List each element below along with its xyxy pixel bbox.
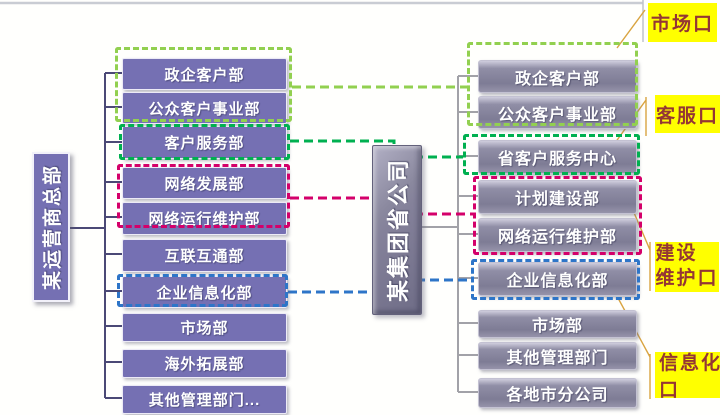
left-dept-interconnection: 互联互通部 bbox=[122, 239, 287, 272]
right-dept-planning: 计划建设部 bbox=[478, 180, 637, 214]
left-root-label: 某运营商总部 bbox=[42, 163, 64, 291]
left-tree-lines bbox=[66, 72, 122, 399]
left-dept-customer-service: 客户服务部 bbox=[122, 126, 287, 159]
left-dept-enterprise-info: 企业信息化部 bbox=[122, 276, 287, 308]
right-tree-lines bbox=[420, 75, 478, 393]
left-dept-network-ops: 网络运行维护部 bbox=[122, 202, 287, 235]
right-dept-city-branches: 各地市分公司 bbox=[478, 378, 637, 408]
left-dept-overseas: 海外拓展部 bbox=[122, 349, 287, 378]
market-callout-leader bbox=[616, 9, 646, 49]
center-root-label: 某集团省公司 bbox=[386, 157, 411, 303]
right-dept-other-mgmt: 其他管理部门 bbox=[478, 342, 637, 370]
left-dept-public-customer: 公众客户事业部 bbox=[122, 92, 287, 124]
left-dept-govt-enterprise: 政企客户部 bbox=[122, 58, 287, 90]
callout-construction-maintenance: 建设 维护口 bbox=[655, 242, 719, 292]
right-dept-public-customer: 公众客户事业部 bbox=[478, 96, 637, 129]
left-root-operator-hq: 某运营商总部 bbox=[32, 152, 70, 302]
left-dept-network-dev: 网络发展部 bbox=[122, 167, 287, 199]
callout-market: 市场口 bbox=[648, 3, 717, 42]
right-dept-marketing: 市场部 bbox=[478, 310, 637, 338]
left-dept-marketing: 市场部 bbox=[122, 313, 287, 342]
callout-informatization: 信息化口 bbox=[655, 352, 720, 401]
left-dept-other-mgmt: 其他管理部门... bbox=[122, 385, 287, 414]
right-dept-service-center: 省客户服务中心 bbox=[478, 140, 637, 174]
center-root-provincial-company: 某集团省公司 bbox=[372, 145, 422, 315]
callout-customer-service: 客服口 bbox=[655, 95, 720, 133]
right-dept-network-ops: 网络运行维护部 bbox=[478, 218, 637, 252]
right-dept-govt-enterprise: 政企客户部 bbox=[478, 60, 637, 93]
right-dept-enterprise-info: 企业信息化部 bbox=[478, 262, 637, 296]
